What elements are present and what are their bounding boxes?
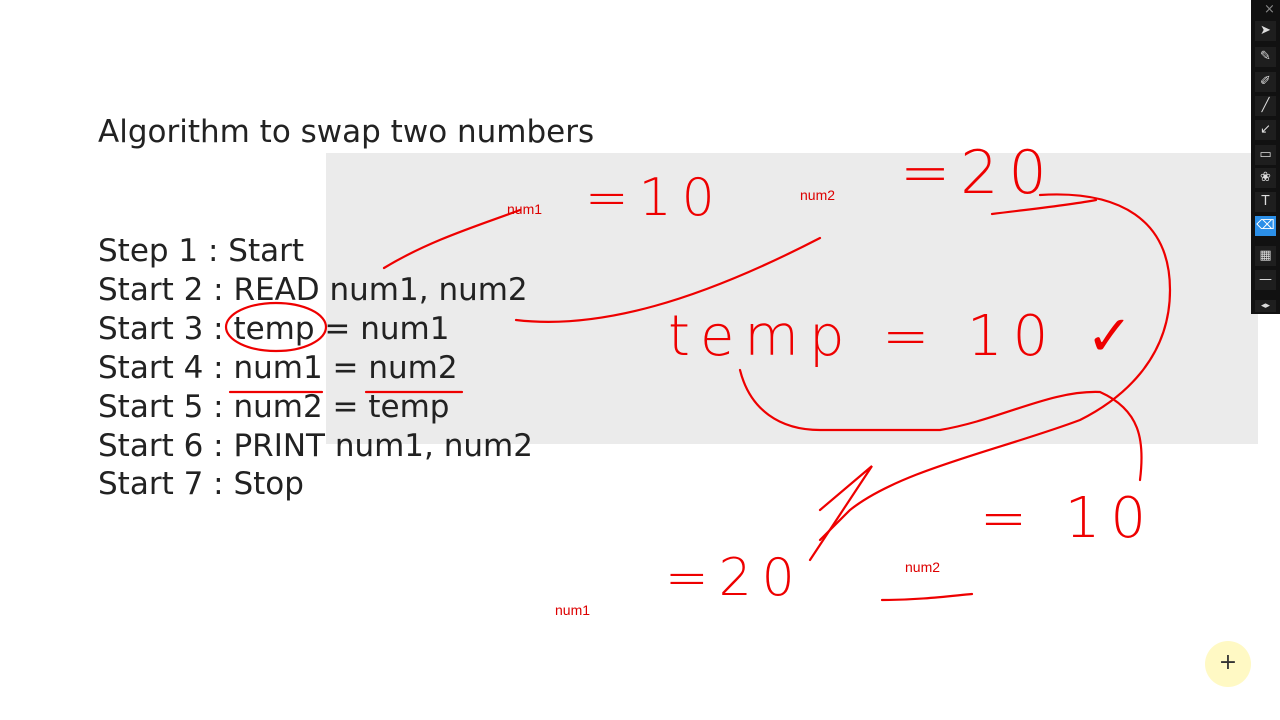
line-width-icon[interactable]: — bbox=[1255, 270, 1276, 290]
text-icon[interactable]: T bbox=[1255, 192, 1276, 212]
algorithm-steps: Step 1 : Start Start 2 : READ num1, num2… bbox=[98, 232, 533, 504]
checkerboard-icon[interactable]: ▦ bbox=[1255, 246, 1276, 266]
pencil-icon[interactable]: ✎ bbox=[1255, 47, 1276, 67]
stroke-temp-to-num2 bbox=[738, 368, 1143, 482]
handwriting-temp-10: temp = 10 ✓ bbox=[668, 304, 1144, 369]
handwriting-eq-10: =10 bbox=[585, 168, 725, 228]
step-5: Start 5 : num2 = temp bbox=[98, 388, 450, 425]
rectangle-icon[interactable]: ▭ bbox=[1255, 145, 1276, 165]
step-1: Step 1 : Start bbox=[98, 233, 305, 269]
label-num2-bottom: num2 bbox=[905, 559, 941, 575]
temp-circle bbox=[224, 301, 328, 353]
slide-title: Algorithm to swap two numbers bbox=[98, 114, 595, 150]
line-icon[interactable]: ╱ bbox=[1255, 96, 1276, 116]
handwriting-eq-20: =20 bbox=[900, 138, 1057, 208]
underline-20 bbox=[990, 198, 1098, 216]
step-2: Start 2 : READ num1, num2 bbox=[98, 271, 528, 308]
stroke-temp bbox=[514, 236, 822, 323]
eraser-icon[interactable]: ⌫ bbox=[1255, 216, 1276, 236]
step-3: Start 3 : temp = num1 bbox=[98, 310, 450, 347]
color-palette-icon[interactable]: ❀ bbox=[1255, 168, 1276, 188]
close-icon[interactable]: × bbox=[1264, 2, 1275, 17]
add-button[interactable]: + bbox=[1205, 641, 1251, 687]
arrow-icon[interactable]: ↙ bbox=[1255, 120, 1276, 140]
highlighter-icon[interactable]: ✐ bbox=[1255, 72, 1276, 92]
stroke-num2-to-num1 bbox=[818, 193, 1172, 542]
expand-arrows-icon[interactable]: ◂▸ bbox=[1255, 300, 1276, 312]
arrow-head bbox=[808, 465, 873, 562]
step-4: Start 4 : num1 = num2 bbox=[98, 349, 458, 386]
label-num1-top: num1 bbox=[507, 201, 543, 217]
highlight-region bbox=[326, 153, 1258, 444]
label-num2-top: num2 bbox=[800, 187, 836, 203]
step-7: Start 7 : Stop bbox=[98, 466, 304, 503]
label-num1-bottom: num1 bbox=[555, 602, 591, 618]
handwriting-num1-eq-20: =20 bbox=[665, 548, 805, 608]
step-6: Start 6 : PRINT num1, num2 bbox=[98, 427, 533, 464]
cursor-icon[interactable]: ➤ bbox=[1255, 21, 1276, 41]
underline-num2-bottom bbox=[880, 592, 974, 602]
stroke-to-num1 bbox=[382, 208, 522, 270]
handwriting-num2-eq-10: = 10 bbox=[980, 486, 1156, 551]
